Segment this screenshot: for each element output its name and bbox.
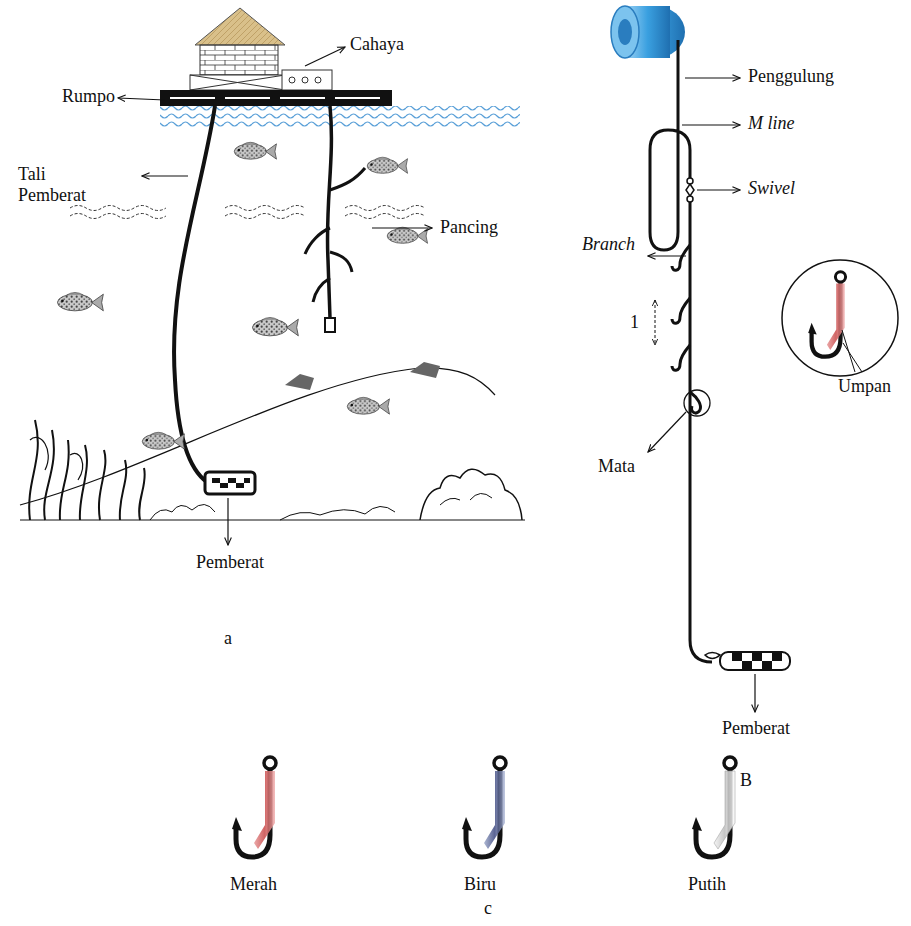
part-label: Umpan — [838, 376, 891, 397]
part-label: Pancing — [440, 217, 498, 238]
panel-letter: B — [740, 770, 752, 791]
color-label: Putih — [688, 874, 726, 895]
part-label: Cahaya — [350, 34, 404, 55]
part-label: Penggulung — [748, 66, 834, 87]
panel-letter: a — [224, 628, 232, 649]
part-label: Rumpo — [62, 86, 115, 107]
callout-number: 1 — [630, 312, 639, 333]
color-label: Merah — [230, 874, 277, 895]
panel-letter: c — [484, 898, 492, 919]
part-label: Pemberat — [196, 552, 264, 573]
part-label: Tali Pemberat — [18, 164, 98, 205]
part-label: M line — [748, 113, 795, 134]
part-label: Branch — [582, 234, 635, 255]
part-label: Mata — [598, 456, 635, 477]
color-label: Biru — [464, 874, 496, 895]
part-label: Swivel — [748, 178, 795, 199]
part-label: Pemberat — [722, 718, 790, 739]
